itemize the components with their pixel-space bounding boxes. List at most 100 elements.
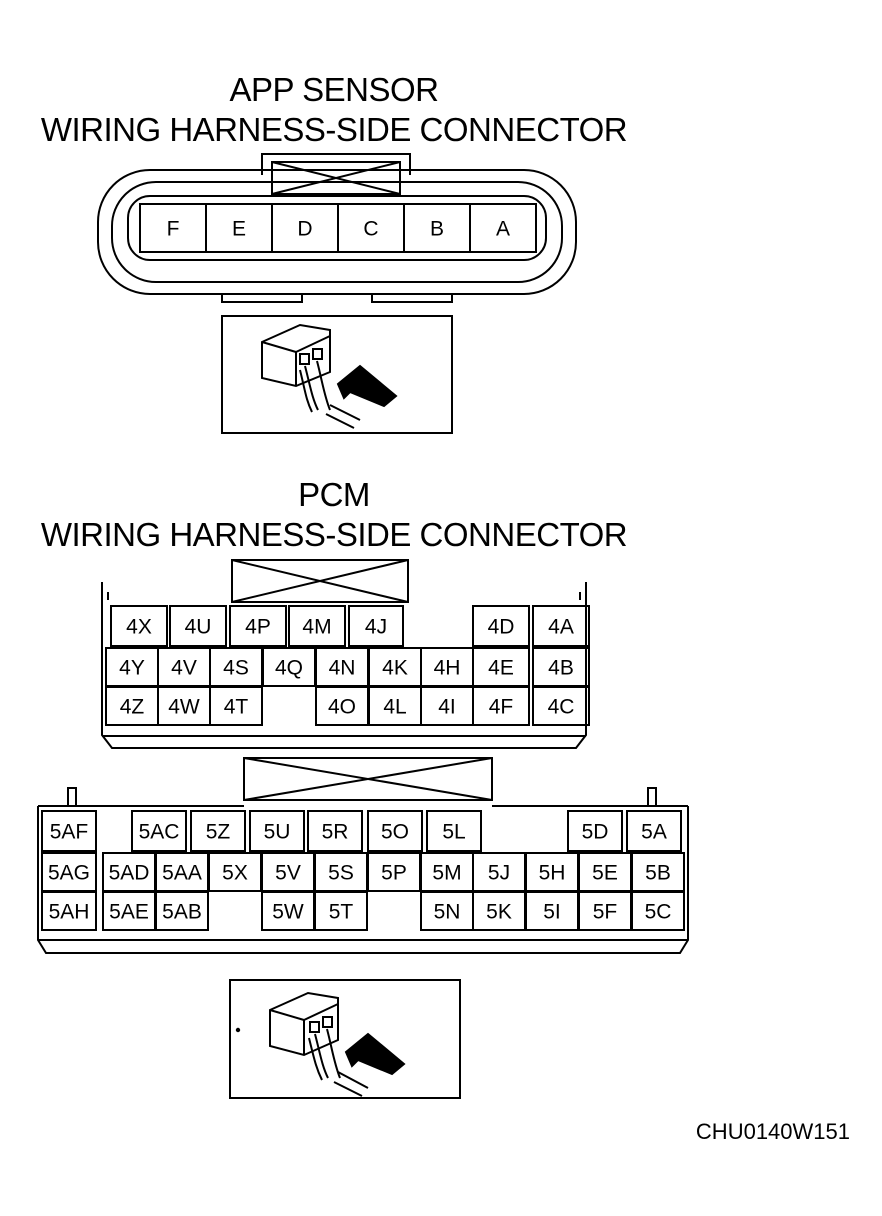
pin-4d: 4D (472, 605, 530, 647)
pin-label: 5A (641, 821, 667, 844)
pin-label: 5V (275, 862, 301, 885)
pin-5a: 5A (626, 810, 682, 852)
pin-5ab: 5AB (155, 891, 209, 931)
pin-label: 5AB (162, 901, 202, 924)
pin-label: 5AF (50, 821, 89, 844)
pin-label: 5W (272, 901, 304, 924)
pin-label: 4L (383, 696, 406, 719)
pin-e: E (205, 203, 273, 253)
pin-label: 4I (438, 696, 456, 719)
pin-label: 4E (488, 657, 514, 680)
pin-4c: 4C (532, 686, 590, 726)
pin-4i: 4I (420, 686, 474, 726)
pin-label: 5T (329, 901, 354, 924)
pin-label: 5R (322, 821, 349, 844)
pin-label: 4U (185, 616, 212, 639)
pin-label: 4J (365, 616, 387, 639)
pin-label: 4M (302, 616, 331, 639)
pin-label: A (496, 218, 510, 241)
pin-5s: 5S (314, 852, 368, 892)
pin-a: A (469, 203, 537, 253)
pin-label: 4F (489, 696, 514, 719)
pin-label: C (363, 218, 378, 241)
pin-4m: 4M (288, 605, 346, 647)
pin-4z: 4Z (105, 686, 159, 726)
pin-5ad: 5AD (102, 852, 156, 892)
pcm-title: PCM (298, 476, 370, 513)
pin-4s: 4S (209, 647, 263, 687)
pin-label: E (232, 218, 246, 241)
pcm-view-inset (229, 979, 461, 1099)
pin-label: 4K (382, 657, 408, 680)
pin-5l: 5L (426, 810, 482, 852)
pin-5aa: 5AA (155, 852, 209, 892)
pin-label: 5AA (162, 862, 202, 885)
app-sensor-title: APP SENSOR (229, 71, 439, 108)
pin-f: F (139, 203, 207, 253)
pin-label: 4B (548, 657, 574, 680)
pin-5z: 5Z (190, 810, 246, 852)
app-sensor-view-arrow (336, 364, 398, 408)
pin-label: 5AD (109, 862, 150, 885)
pin-5ac: 5AC (131, 810, 187, 852)
app-sensor-subtitle: WIRING HARNESS-SIDE CONNECTOR (40, 111, 628, 148)
pin-5j: 5J (472, 852, 526, 892)
pin-5o: 5O (367, 810, 423, 852)
pin-5c: 5C (631, 891, 685, 931)
pin-5u: 5U (249, 810, 305, 852)
pin-label: 4N (329, 657, 356, 680)
pin-label: 5M (432, 862, 461, 885)
pin-5m: 5M (420, 852, 474, 892)
pin-4b: 4B (532, 647, 590, 687)
pin-5k: 5K (472, 891, 526, 931)
pin-label: 4Q (275, 657, 303, 680)
pcm-connector-5-pin-grid: 5AF 5AC 5Z 5U 5R 5O 5L 5D 5A 5AG 5AD 5AA 5X 5V 5S 5P 5M 5… (41, 810, 685, 931)
pin-4a: 4A (532, 605, 590, 647)
pin-4j: 4J (348, 605, 404, 647)
pin-label: 4A (548, 616, 574, 639)
pin-5ag: 5AG (41, 852, 97, 892)
pcm-connector-5-housing (37, 757, 689, 954)
pin-label: 5X (222, 862, 248, 885)
pin-4q: 4Q (262, 647, 316, 687)
pin-label: 4C (548, 696, 575, 719)
pin-4k: 4K (368, 647, 422, 687)
pin-label: 5N (434, 901, 461, 924)
pin-5p: 5P (367, 852, 421, 892)
pin-label: B (430, 218, 444, 241)
pin-label: D (297, 218, 312, 241)
pin-label: 4S (223, 657, 249, 680)
pin-b: B (403, 203, 471, 253)
pin-5w: 5W (261, 891, 315, 931)
pin-label: 5O (381, 821, 409, 844)
pin-label: 5C (645, 901, 672, 924)
pin-label: 4Z (120, 696, 145, 719)
pin-d: D (271, 203, 339, 253)
pin-5b: 5B (631, 852, 685, 892)
pin-4l: 4L (368, 686, 422, 726)
pin-label: 4P (245, 616, 271, 639)
pin-label: 4O (328, 696, 356, 719)
pin-label: 5L (442, 821, 465, 844)
pin-5d: 5D (567, 810, 623, 852)
pin-4y: 4Y (105, 647, 159, 687)
pin-5n: 5N (420, 891, 474, 931)
pin-4x: 4X (110, 605, 168, 647)
pin-label: 5S (328, 862, 354, 885)
pcm-view-arrow (344, 1032, 406, 1076)
pin-label: 5U (264, 821, 291, 844)
pin-label: 5Z (206, 821, 231, 844)
pin-label: 5AC (139, 821, 180, 844)
app-sensor-view-inset (221, 315, 453, 434)
pin-label: 5I (543, 901, 561, 924)
pin-label: 4T (224, 696, 249, 719)
pin-label: 4H (434, 657, 461, 680)
pin-5ae: 5AE (102, 891, 156, 931)
pin-label: 4D (488, 616, 515, 639)
pin-4p: 4P (229, 605, 287, 647)
app-sensor-outer-shell (97, 169, 577, 295)
pin-label: 4Y (119, 657, 145, 680)
pin-label: 5J (488, 862, 510, 885)
